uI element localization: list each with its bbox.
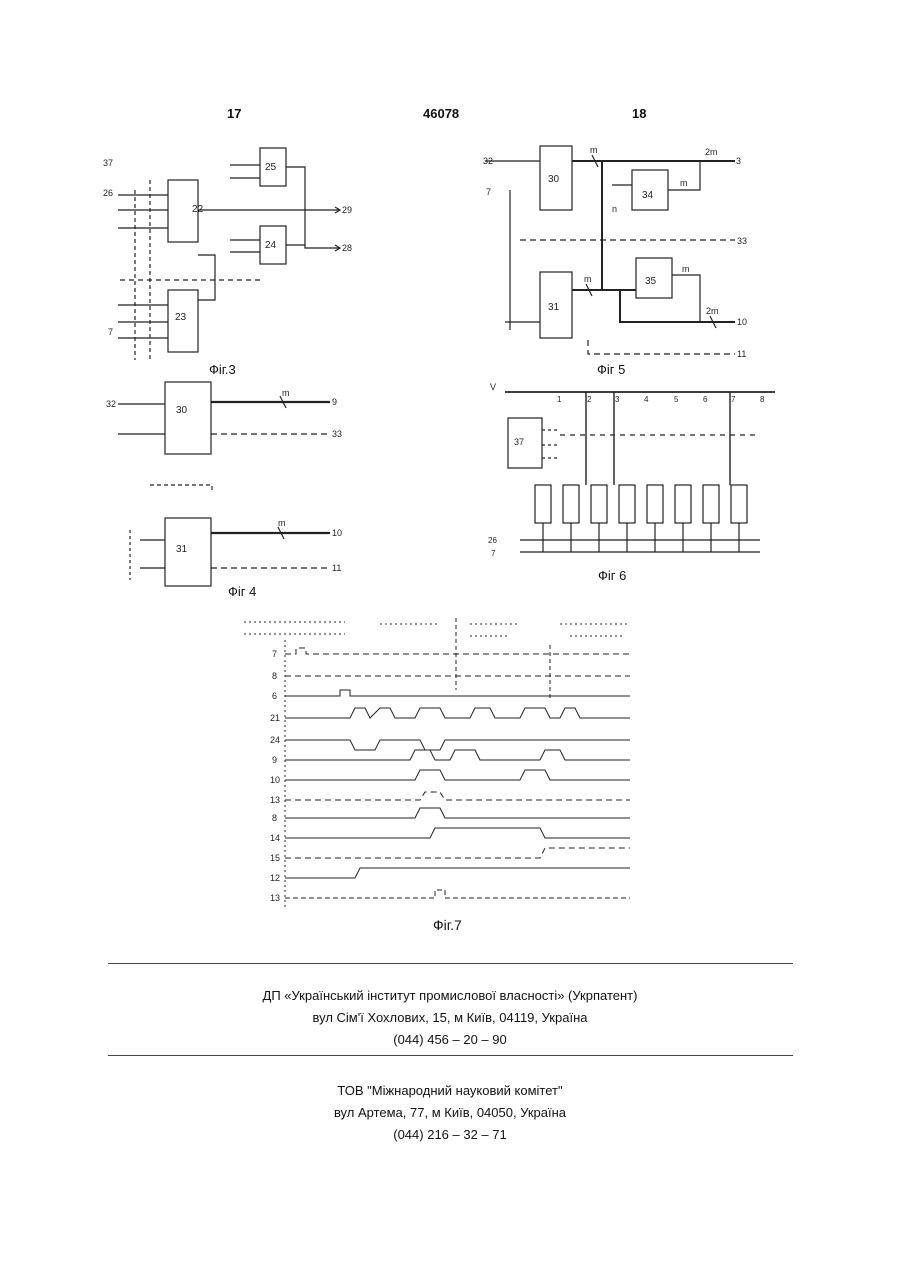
fig5-block-34-label: 34 [642, 190, 654, 201]
fig4-block-30 [165, 382, 211, 454]
fig5-label-m3: m [584, 274, 592, 284]
fig6-label-6: 6 [703, 395, 708, 404]
fig3-block-24-label: 24 [265, 240, 277, 251]
fig6-label-7b: 7 [491, 549, 496, 558]
footer-org2-phone: (044) 216 – 32 – 71 [0, 1124, 900, 1146]
fig6-caption: Фіг 6 [598, 568, 626, 583]
fig3-block-22-label: 22 [192, 204, 204, 215]
fig7-signal-label: 9 [272, 755, 277, 765]
fig5-label-m2: m [680, 178, 688, 188]
figure-3: 22 23 25 24 37 26 7 29 28 Фіг.3 [103, 148, 352, 377]
fig3-block-23-label: 23 [175, 312, 187, 323]
fig4-label-11: 11 [332, 563, 341, 573]
fig7-signal-label: 8 [272, 671, 277, 681]
fig4-block-30-label: 30 [176, 405, 188, 416]
fig7-signal-label: 8 [272, 813, 277, 823]
fig6-label-7: 7 [731, 395, 736, 404]
fig5-label-32: 32 [483, 156, 493, 166]
fig5-block-30-label: 30 [548, 174, 560, 185]
fig3-label-7: 7 [108, 327, 113, 337]
fig3-label-26: 26 [103, 188, 113, 198]
fig3-label-28: 28 [342, 243, 352, 253]
fig7-signal-label: 24 [270, 735, 280, 745]
fig7-signal-label: 6 [272, 691, 277, 701]
fig5-caption: Фіг 5 [597, 362, 625, 377]
fig5-label-m4: m [682, 264, 690, 274]
fig6-axis-start: V [490, 382, 496, 392]
fig5-label-n: n [612, 204, 617, 214]
fig4-label-33: 33 [332, 429, 342, 439]
fig4-label-32: 32 [106, 399, 116, 409]
fig7-signal-label: 7 [272, 649, 277, 659]
fig4-label-m2: m [278, 518, 286, 528]
figure-6: V 1 2 3 4 5 6 7 8 37 26 7 Фіг 6 [488, 382, 775, 583]
fig3-caption: Фіг.3 [209, 362, 236, 377]
footer-org1-name: ДП «Український інститут промислової вла… [0, 985, 900, 1007]
fig7-caption: Фіг.7 [433, 917, 462, 933]
fig6-cells [535, 485, 747, 523]
fig4-label-10: 10 [332, 528, 342, 538]
footer-org2-name: ТОВ "Міжнародний науковий комітет" [0, 1080, 900, 1102]
fig5-label-2m: 2m [705, 147, 718, 157]
footer-org2: ТОВ "Міжнародний науковий комітет" вул А… [0, 1080, 900, 1146]
fig5-label-10: 10 [737, 317, 747, 327]
figure-4: 30 31 32 m 9 33 m 10 11 Фіг 4 [106, 382, 342, 599]
fig7-signal-label: 10 [270, 775, 280, 785]
fig7-signal-label: 12 [270, 873, 280, 883]
fig5-label-3: 3 [736, 156, 741, 166]
fig6-label-26: 26 [488, 536, 497, 545]
fig7-signal-label: 13 [270, 893, 280, 903]
fig5-block-31-label: 31 [548, 302, 560, 313]
footer-org2-address: вул Артема, 77, м Київ, 04050, Україна [0, 1102, 900, 1124]
footer-org1-address: вул Сім'ї Хохлових, 15, м Київ, 04119, У… [0, 1007, 900, 1029]
footer-org1-phone: (044) 456 – 20 – 90 [0, 1029, 900, 1051]
fig6-label-8: 8 [760, 395, 765, 404]
divider-top [108, 963, 793, 964]
fig4-block-31-label: 31 [176, 544, 188, 555]
fig5-label-2m-b: 2m [706, 306, 719, 316]
fig6-label-1: 1 [557, 395, 562, 404]
fig4-label-9: 9 [332, 397, 337, 407]
figure-7: 7 8 6 21 24 9 10 13 8 14 15 12 13 Фіг.7 [244, 618, 630, 933]
fig7-signal-label: 15 [270, 853, 280, 863]
fig6-label-3: 3 [615, 395, 620, 404]
fig6-label-4: 4 [644, 395, 649, 404]
fig7-signal-label: 13 [270, 795, 280, 805]
fig3-label-37: 37 [103, 158, 113, 168]
fig4-block-31 [165, 518, 211, 586]
fig4-label-m1: m [282, 388, 290, 398]
fig6-label-5: 5 [674, 395, 679, 404]
fig7-signal-label: 14 [270, 833, 280, 843]
fig5-label-33: 33 [737, 236, 747, 246]
figure-5: 30 34 31 35 32 7 2m 3 m n m 33 m m 2m 10… [483, 145, 747, 377]
patent-drawings: 22 23 25 24 37 26 7 29 28 Фіг.3 30 31 32… [0, 0, 900, 960]
fig3-block-25-label: 25 [265, 162, 277, 173]
fig5-label-11: 11 [737, 349, 746, 359]
fig4-caption: Фіг 4 [228, 584, 256, 599]
fig3-label-29: 29 [342, 205, 352, 215]
fig6-block-37-label: 37 [514, 437, 524, 447]
footer-org1: ДП «Український інститут промислової вла… [0, 985, 900, 1051]
fig5-block-35-label: 35 [645, 276, 657, 287]
divider-bottom [108, 1055, 793, 1056]
fig7-signal-label: 21 [270, 713, 280, 723]
fig7-signal-lines [285, 648, 630, 898]
fig5-label-m1: m [590, 145, 598, 155]
fig5-label-7: 7 [486, 187, 491, 197]
fig6-label-2: 2 [587, 395, 592, 404]
